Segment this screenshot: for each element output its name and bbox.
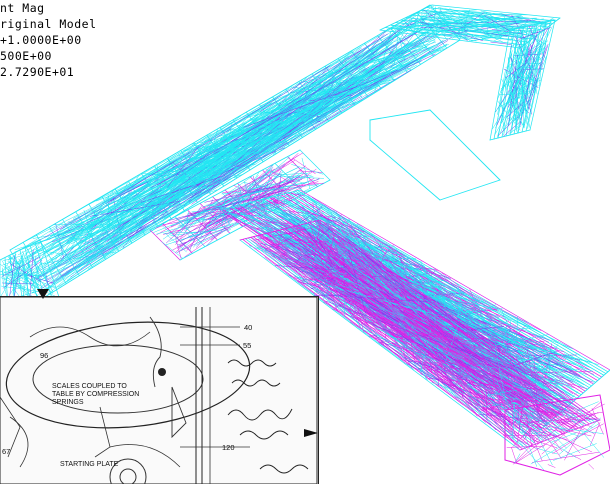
mesh-edge <box>578 402 599 411</box>
legend-max-value: 2.7290E+01 <box>0 64 97 80</box>
legend-result-type: nt Mag <box>0 0 97 16</box>
mesh-edge <box>370 110 430 120</box>
inset-dim-67: 67 <box>2 447 10 456</box>
inset-label-starting-plate: STARTING PLATE <box>60 461 118 469</box>
mesh-edge <box>203 25 405 188</box>
inset-dim-120: 120 <box>222 443 235 452</box>
sketch-drawing <box>0 297 318 484</box>
mesh-edge <box>490 130 530 140</box>
mesh-edge <box>430 110 500 180</box>
mesh-edge <box>175 66 384 181</box>
mesh-edge <box>199 26 430 153</box>
inset-dim-96: 96 <box>40 351 48 360</box>
mesh-edge <box>548 465 555 468</box>
mesh-edge <box>73 58 392 218</box>
mesh-edge <box>197 52 402 188</box>
legend-scale-factor: +1.0000E+00 <box>0 32 97 48</box>
mesh-edge <box>553 444 596 461</box>
inset-dim-55: 55 <box>243 341 251 350</box>
legend-min-value: 500E+00 <box>0 48 97 64</box>
mesh-edge <box>76 86 292 265</box>
mesh-edge <box>560 450 610 475</box>
sketch-inset-image: SCALES COUPLED TO TABLE BY COMPRESSION S… <box>0 296 319 484</box>
mesh-edge <box>490 30 510 140</box>
mesh-edge <box>525 465 541 469</box>
mesh-edge <box>162 43 423 206</box>
inset-label-table: TABLE BY COMPRESSION <box>52 391 139 399</box>
inset-label-scales: SCALES COUPLED TO <box>52 383 127 391</box>
mesh-edge <box>440 180 500 200</box>
result-legend: nt Mag riginal Model +1.0000E+00 500E+00… <box>0 0 97 80</box>
legend-model-label: riginal Model <box>0 16 97 32</box>
inset-label-springs: SPRINGS <box>52 399 84 407</box>
mesh-edge <box>600 395 610 450</box>
mesh-edge <box>370 140 440 200</box>
mesh-edge <box>117 76 364 205</box>
inset-dim-40: 40 <box>244 323 252 332</box>
mesh-edge <box>512 448 517 462</box>
arrow-down-icon <box>36 288 50 300</box>
mesh-edge <box>589 464 594 469</box>
